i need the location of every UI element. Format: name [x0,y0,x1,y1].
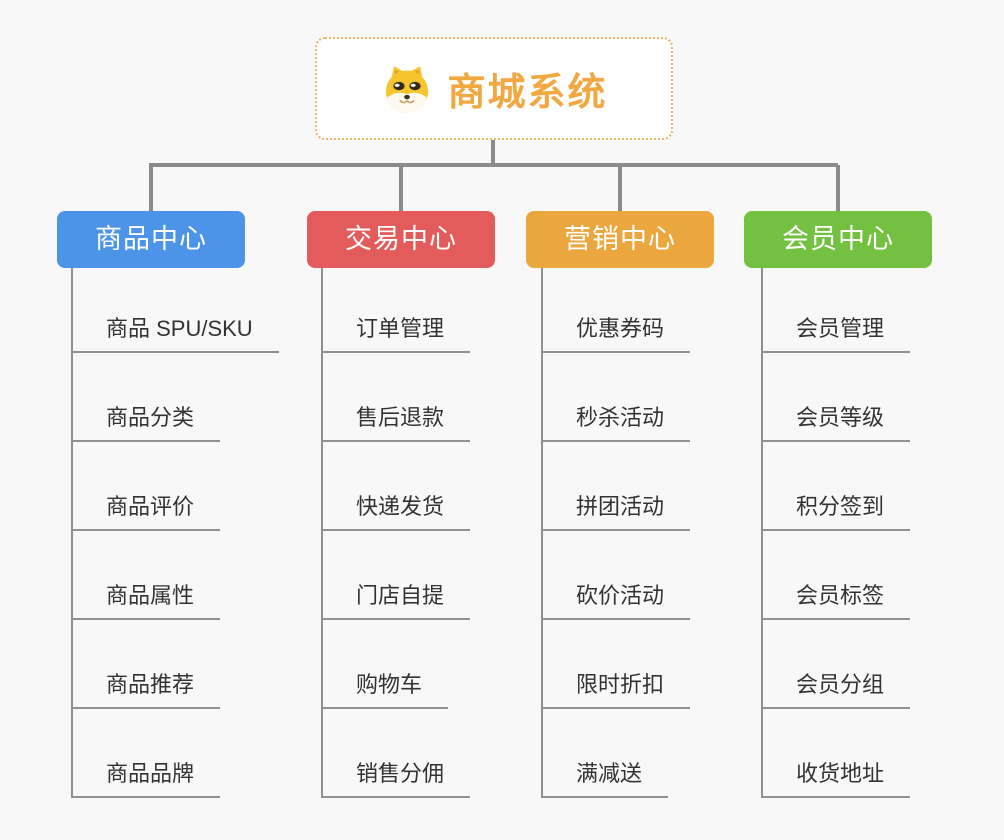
leaf-node[interactable]: 商品属性 [72,580,221,620]
leaf-node[interactable]: 快递发货 [322,491,471,531]
connector-root-stub [491,138,495,165]
branch-node-trade-center[interactable]: 交易中心 [307,211,495,268]
leaf-node[interactable]: 会员管理 [762,313,911,353]
connector-horizontal-bar [149,163,838,167]
leaf-node[interactable]: 商品评价 [72,491,221,531]
leaf-node[interactable]: 会员等级 [762,402,911,442]
leaf-node[interactable]: 门店自提 [322,580,471,620]
leaf-node[interactable]: 会员分组 [762,669,911,709]
dog-face-icon [380,62,434,116]
leaf-node[interactable]: 砍价活动 [542,580,691,620]
leaf-node[interactable]: 商品推荐 [72,669,221,709]
leaf-node[interactable]: 满减送 [542,758,669,798]
leaf-node[interactable]: 会员标签 [762,580,911,620]
leaf-node[interactable]: 商品分类 [72,402,221,442]
root-node[interactable]: 商城系统 [315,37,673,140]
connector-drop-branch-1 [149,165,153,211]
leaf-node[interactable]: 商品品牌 [72,758,221,798]
leaf-node[interactable]: 积分签到 [762,491,911,531]
leaf-node[interactable]: 订单管理 [322,313,471,353]
leaf-node[interactable]: 售后退款 [322,402,471,442]
leaf-node[interactable]: 购物车 [322,669,449,709]
branch-node-product-center[interactable]: 商品中心 [57,211,245,268]
connector-drop-branch-3 [618,165,622,211]
leaf-node[interactable]: 销售分佣 [322,758,471,798]
leaf-node[interactable]: 限时折扣 [542,669,691,709]
connector-trunk-branch-2 [321,268,323,798]
connector-trunk-branch-4 [761,268,763,798]
branch-node-member-center[interactable]: 会员中心 [744,211,932,268]
leaf-node[interactable]: 收货地址 [762,758,911,798]
leaf-node[interactable]: 商品 SPU/SKU [72,313,279,353]
root-title: 商城系统 [447,72,608,114]
connector-trunk-branch-1 [71,268,73,798]
leaf-node[interactable]: 秒杀活动 [542,402,691,442]
leaf-node[interactable]: 拼团活动 [542,491,691,531]
branch-node-marketing-center[interactable]: 营销中心 [526,211,714,268]
connector-drop-branch-4 [836,165,840,211]
connector-drop-branch-2 [399,165,403,211]
leaf-node[interactable]: 优惠券码 [542,313,691,353]
connector-trunk-branch-3 [541,268,543,798]
